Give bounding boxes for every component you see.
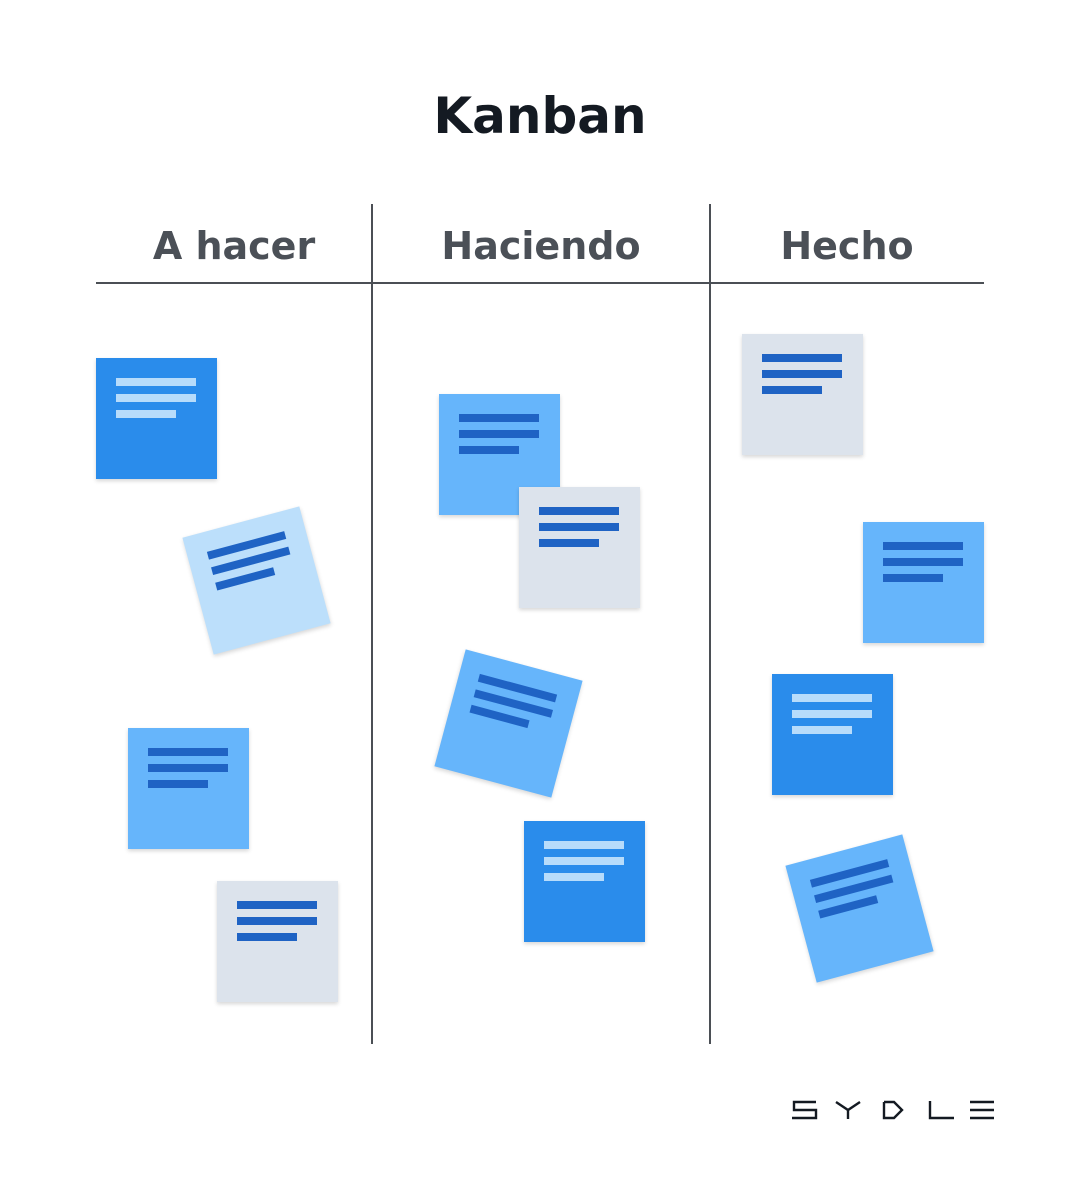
column-header-done: Hecho [780,224,914,268]
sticky-note [863,522,984,643]
column-header-to-do: A hacer [152,224,316,268]
sticky-note [524,821,645,942]
column-divider-1 [371,204,373,1044]
column-header-doing: Haciendo [441,224,641,268]
sticky-note [128,728,249,849]
sticky-note [434,649,583,798]
sticky-note [772,674,893,795]
header-divider [96,282,984,284]
sticky-note [742,334,863,455]
sticky-note [519,487,640,608]
sticky-note [217,881,338,1002]
sticky-note [785,834,934,983]
column-divider-2 [709,204,711,1044]
diagram-title: Kanban [433,87,647,145]
sticky-note [182,506,331,655]
sticky-note [96,358,217,479]
sticky-note [439,394,560,515]
sydle-logo [792,1100,994,1120]
